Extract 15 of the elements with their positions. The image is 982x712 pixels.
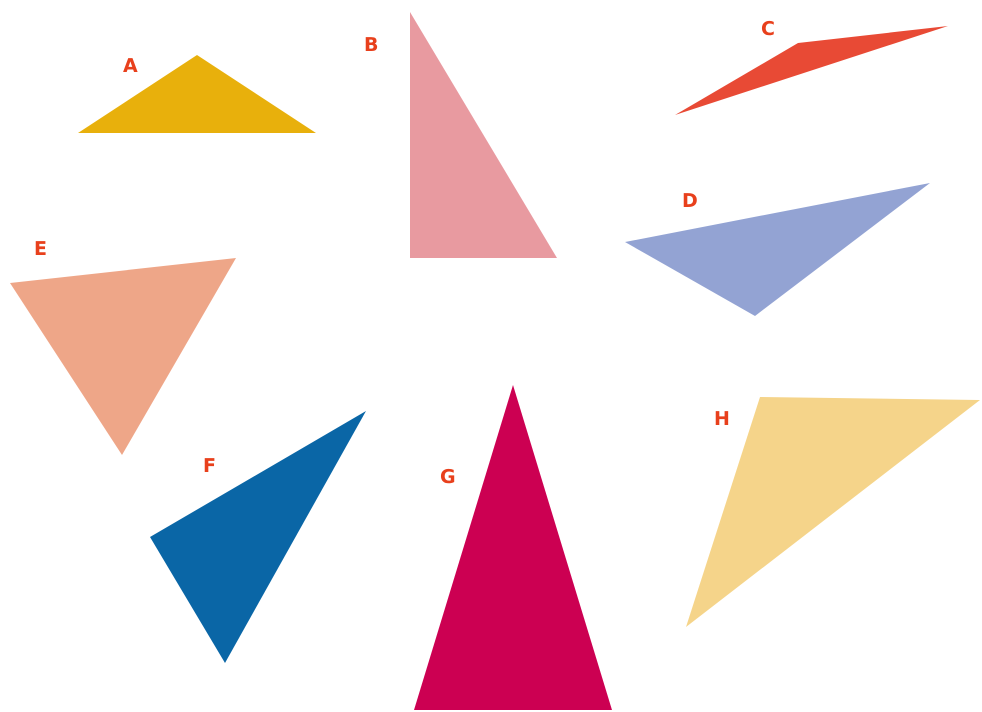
triangle <box>410 12 557 258</box>
triangle <box>625 183 930 316</box>
shape-letter-label: H <box>714 410 730 429</box>
triangle <box>78 55 316 133</box>
triangle <box>414 385 612 710</box>
shape-letter-label: E <box>34 240 47 259</box>
shape-letter-label: B <box>364 36 378 55</box>
shape-letter-label: F <box>203 457 216 476</box>
triangle <box>10 258 236 455</box>
shape-letter-label: G <box>440 468 456 487</box>
shape-letter-label: D <box>682 192 698 211</box>
shape-letter-label: C <box>761 20 775 39</box>
triangle <box>150 411 366 663</box>
triangle <box>686 397 980 627</box>
shape-letter-label: A <box>123 57 138 76</box>
